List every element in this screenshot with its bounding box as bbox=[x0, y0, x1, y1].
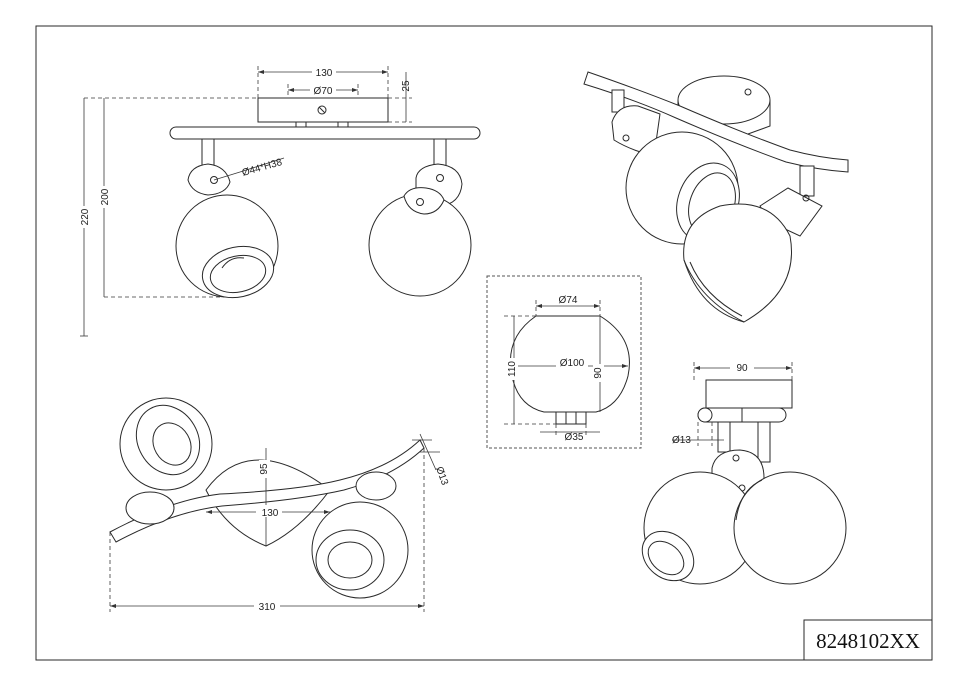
left-shade-opening bbox=[201, 245, 275, 299]
dim-top-bar-diameter: Ø13 bbox=[433, 465, 450, 487]
dim-canopy-width: 130 bbox=[316, 68, 333, 79]
top-shade-outline bbox=[205, 459, 331, 547]
product-code: 8248102XX bbox=[816, 629, 920, 653]
dim-top-shade-height: 95 bbox=[259, 463, 270, 475]
dim-side-canopy-width: 90 bbox=[736, 363, 748, 374]
title-block: 8248102XX bbox=[803, 619, 933, 661]
dim-canopy-height: 25 bbox=[401, 80, 412, 92]
perspective-view bbox=[583, 71, 849, 323]
side-canopy bbox=[705, 379, 793, 409]
dim-shade-base: Ø35 bbox=[565, 432, 584, 443]
persp-right-shade bbox=[683, 203, 792, 323]
dim-side-bar-diameter: Ø13 bbox=[672, 435, 691, 446]
dim-shade-body-height: 90 bbox=[593, 367, 604, 379]
dim-spot-size: Ø44*H38 bbox=[241, 157, 284, 179]
dim-shade-top: Ø74 bbox=[559, 295, 578, 306]
side-right-shade bbox=[733, 471, 847, 585]
dim-shade-max: Ø100 bbox=[560, 358, 585, 369]
front-bar bbox=[169, 126, 481, 140]
title-block-frame bbox=[803, 619, 933, 661]
dim-total-height: 220 bbox=[80, 208, 91, 225]
front-view: 130 Ø70 25 220 200 Ø44*H38 bbox=[79, 66, 481, 337]
detail-base bbox=[555, 411, 587, 425]
dim-canopy-inner: Ø70 bbox=[314, 86, 333, 97]
sheet-border bbox=[35, 25, 933, 661]
canopy-screw bbox=[317, 105, 327, 115]
dim-top-total-length: 310 bbox=[259, 602, 276, 613]
side-view: 90 Ø13 bbox=[641, 362, 847, 585]
dim-top-shade-width: 130 bbox=[262, 508, 279, 519]
detail-frame bbox=[486, 275, 642, 449]
persp-bar bbox=[583, 71, 849, 173]
shade-detail: Ø74 Ø100 90 110 Ø35 bbox=[486, 275, 642, 449]
front-canopy bbox=[257, 97, 389, 123]
dim-arm-height: 200 bbox=[100, 188, 111, 205]
top-view: 95 130 Ø13 310 bbox=[109, 397, 450, 613]
left-joint bbox=[187, 163, 231, 196]
dim-shade-total-height: 110 bbox=[507, 361, 518, 377]
